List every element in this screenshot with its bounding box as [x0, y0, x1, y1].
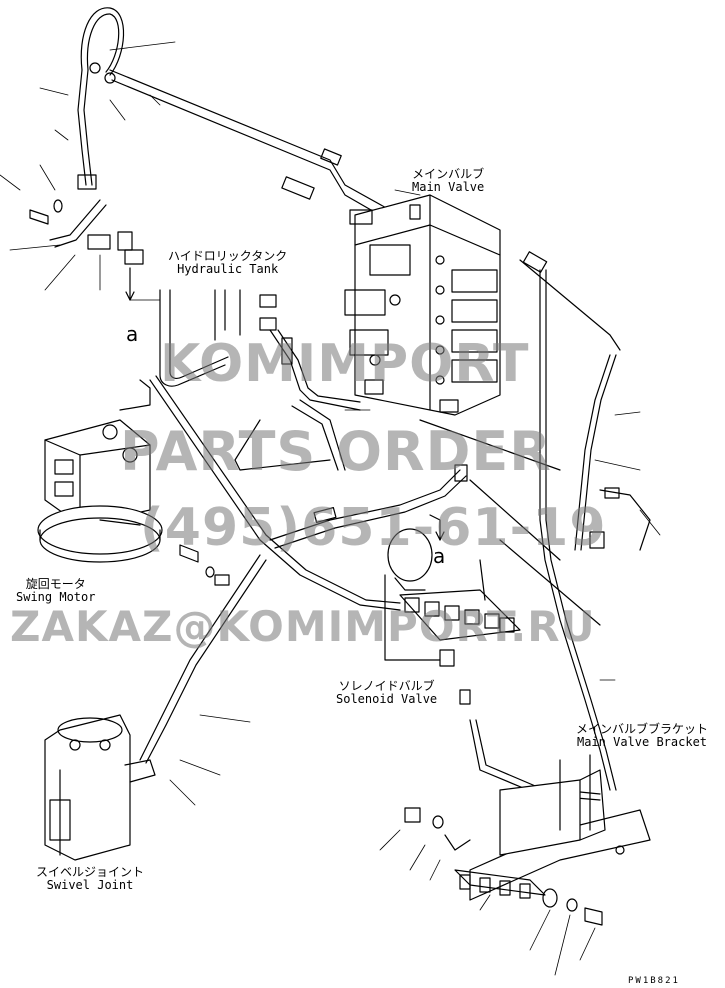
solenoid-valve-label-en: Solenoid Valve	[336, 692, 438, 706]
solenoid-valve-label: ソレノイドバルブ Solenoid Valve	[336, 680, 437, 706]
main-valve-label-en: Main Valve	[412, 180, 485, 194]
leader-lines	[0, 41, 661, 976]
main-valve-block	[344, 194, 501, 416]
hydraulic-tank-fittings	[159, 289, 361, 411]
drawing-code: PW1B821	[628, 976, 680, 986]
watermark-line-2: PARTS ORDER	[120, 420, 552, 483]
hydraulic-tank-label-jp: ハイドロリックタンク	[168, 249, 288, 263]
middle-hoses	[149, 375, 468, 611]
swivel-joint	[44, 714, 156, 861]
swivel-joint-label-jp: スイベルジョイント	[36, 865, 145, 879]
watermark-line-4: ZAKAZ@KOMIMPORT.RU	[10, 602, 596, 651]
main-valve-label-jp: メインバルブ	[412, 167, 485, 181]
watermark-line-1: KOMIMPORT	[160, 334, 530, 394]
swivel-hose	[139, 554, 267, 764]
swivel-joint-label-en: Swivel Joint	[46, 878, 134, 892]
reference-mark-a-center: a	[433, 544, 446, 568]
bracket-bolts-clamp	[404, 807, 603, 926]
main-valve-bracket-label-jp: メインバルブブラケット	[576, 722, 709, 736]
solenoid-valve	[384, 514, 521, 705]
swing-motor-label-jp: 旋回モータ	[25, 577, 86, 591]
solenoid-valve-label-jp: ソレノイドバルブ	[338, 679, 435, 693]
main-valve-label: メインバルブ Main Valve	[412, 168, 484, 194]
swing-motor-label-en: Swing Motor	[16, 590, 96, 604]
watermark-line-3: (495)651-61-19	[140, 498, 607, 558]
hydraulic-tank-label-en: Hydraulic Tank	[177, 262, 279, 276]
reference-mark-a-left: a	[126, 322, 139, 346]
hydraulic-tank-label: ハイドロリックタンク Hydraulic Tank	[168, 250, 287, 276]
main-valve-bracket-label: メインバルブブラケット Main Valve Bracket	[576, 723, 708, 749]
swing-motor-bolts	[179, 544, 230, 586]
swing-motor-label: 旋回モータ Swing Motor	[16, 578, 95, 604]
swivel-joint-label: スイベルジョイント Swivel Joint	[36, 866, 144, 892]
swing-motor	[37, 379, 163, 563]
main-valve-bracket-label-en: Main Valve Bracket	[576, 735, 708, 749]
left-pipe-fittings	[29, 199, 144, 301]
upper-hose-loop	[77, 7, 391, 219]
